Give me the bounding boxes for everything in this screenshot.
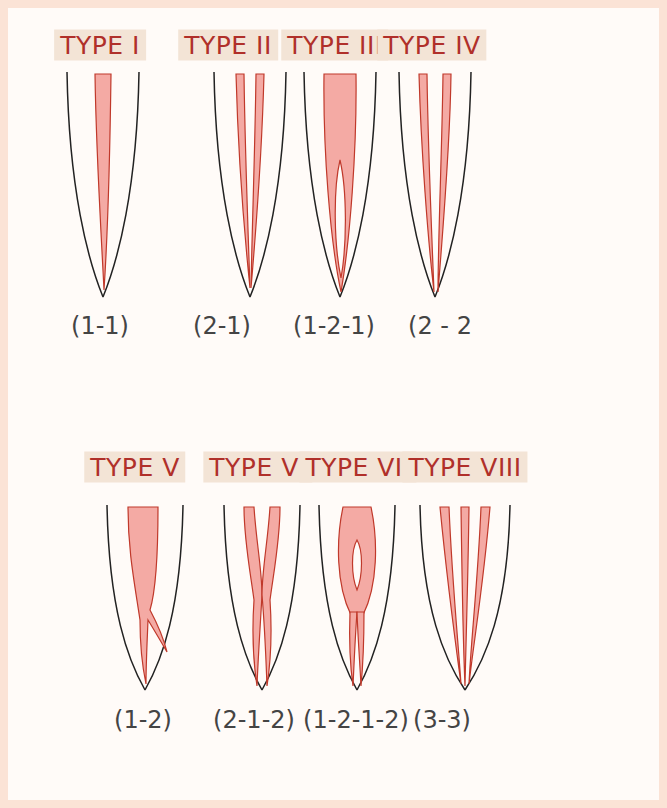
type-title: TYPE IV <box>383 31 480 60</box>
type-band: TYPE VII <box>299 452 416 483</box>
type-title: TYPE VIII <box>408 453 521 482</box>
type-title: TYPE II <box>184 31 272 60</box>
configuration-code: (2-1) <box>193 312 251 340</box>
configuration-code: (2-1-2) <box>213 706 295 734</box>
type-title: TYPE V <box>90 453 179 482</box>
configuration-code: (2 - 2 <box>408 312 472 340</box>
type-title: TYPE I <box>60 31 140 60</box>
type-band: TYPE II <box>178 30 278 61</box>
type-band: TYPE VIII <box>402 452 527 483</box>
type-title: TYPE VII <box>305 453 410 482</box>
type-band: TYPE III <box>281 30 388 61</box>
type-title: TYPE III <box>287 31 382 60</box>
configuration-code: (1-2-1) <box>293 312 375 340</box>
type-band: TYPE I <box>54 30 146 61</box>
configuration-code: (1-1) <box>71 312 129 340</box>
configuration-code: (1-2-1-2) <box>303 706 409 734</box>
type-band: TYPE V <box>84 452 185 483</box>
type-title: TYPE VI <box>209 453 306 482</box>
type-band: TYPE VI <box>203 452 312 483</box>
configuration-code: (1-2) <box>114 706 172 734</box>
configuration-code: (3-3) <box>413 706 471 734</box>
type-band: TYPE IV <box>377 30 486 61</box>
